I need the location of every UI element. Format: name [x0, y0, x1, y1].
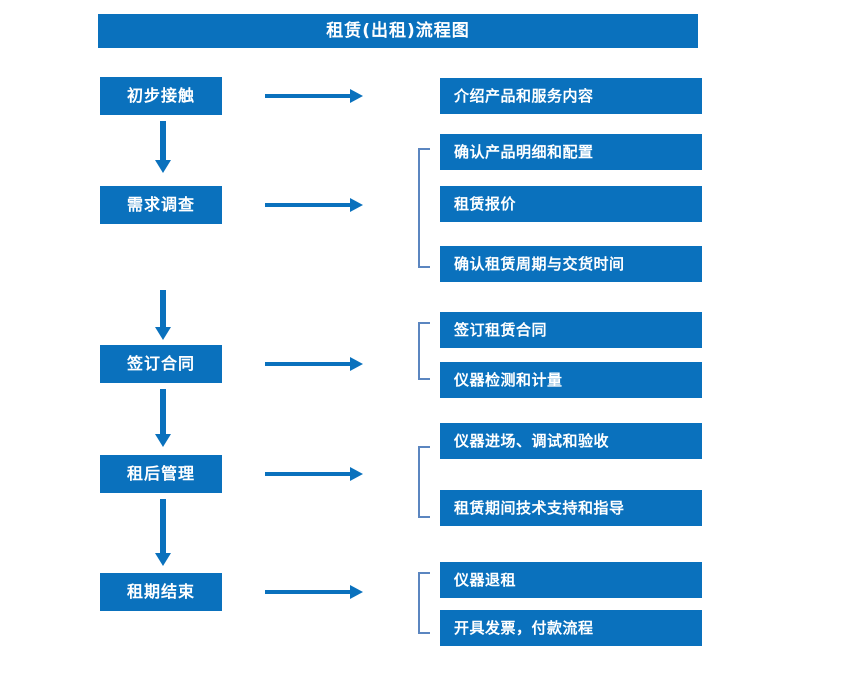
detail-label-7: 仪器进场、调试和验收 — [454, 431, 610, 450]
stage-label-5: 租期结束 — [126, 582, 195, 601]
group-bracket-stage2 — [418, 148, 430, 268]
arrow-shaft — [265, 590, 351, 594]
detail-box-10[interactable]: 开具发票，付款流程 — [440, 610, 702, 646]
horizontal-arrow-stage5 — [265, 585, 363, 599]
detail-label-9: 仪器退租 — [454, 570, 517, 589]
arrow-shaft — [160, 290, 166, 327]
horizontal-arrow-stage4 — [265, 467, 363, 481]
detail-label-2: 确认产品明细和配置 — [454, 142, 594, 161]
arrow-head-down-icon — [155, 160, 171, 173]
vertical-arrow-stage1-stage2 — [155, 121, 171, 173]
stage-label-2: 需求调查 — [126, 195, 195, 214]
detail-box-1[interactable]: 介绍产品和服务内容 — [440, 78, 702, 114]
arrow-shaft — [160, 499, 166, 553]
detail-label-8: 租赁期间技术支持和指导 — [454, 498, 625, 517]
detail-box-8[interactable]: 租赁期间技术支持和指导 — [440, 490, 702, 526]
detail-box-3[interactable]: 租赁报价 — [440, 186, 702, 222]
stage-label-3: 签订合同 — [126, 354, 195, 373]
chart-title-bar: 租赁(出租)流程图 — [98, 14, 698, 48]
group-bracket-stage4 — [418, 446, 430, 518]
detail-label-1: 介绍产品和服务内容 — [454, 86, 594, 105]
horizontal-arrow-stage3 — [265, 357, 363, 371]
stage-box-2[interactable]: 需求调查 — [100, 186, 222, 224]
arrow-shaft — [160, 389, 166, 434]
detail-label-3: 租赁报价 — [454, 194, 517, 213]
arrow-head-down-icon — [155, 553, 171, 566]
horizontal-arrow-stage1 — [265, 89, 363, 103]
detail-box-2[interactable]: 确认产品明细和配置 — [440, 134, 702, 170]
arrow-head-down-icon — [155, 434, 171, 447]
detail-label-6: 仪器检测和计量 — [454, 370, 563, 389]
stage-box-4[interactable]: 租后管理 — [100, 455, 222, 493]
detail-label-4: 确认租赁周期与交货时间 — [454, 254, 625, 273]
chart-title-text: 租赁(出租)流程图 — [326, 20, 470, 41]
arrow-head-right-icon — [350, 198, 363, 212]
horizontal-arrow-stage2 — [265, 198, 363, 212]
vertical-arrow-stage3-stage4 — [155, 389, 171, 447]
vertical-arrow-stage2-stage3 — [155, 290, 171, 340]
stage-label-4: 租后管理 — [126, 464, 195, 483]
group-bracket-stage3 — [418, 322, 430, 380]
detail-box-4[interactable]: 确认租赁周期与交货时间 — [440, 246, 702, 282]
detail-label-5: 签订租赁合同 — [454, 320, 548, 339]
stage-box-5[interactable]: 租期结束 — [100, 573, 222, 611]
arrow-shaft — [265, 94, 351, 98]
arrow-shaft — [265, 472, 351, 476]
arrow-head-right-icon — [350, 89, 363, 103]
detail-box-9[interactable]: 仪器退租 — [440, 562, 702, 598]
detail-label-10: 开具发票，付款流程 — [454, 618, 594, 637]
detail-box-5[interactable]: 签订租赁合同 — [440, 312, 702, 348]
stage-box-1[interactable]: 初步接触 — [100, 77, 222, 115]
detail-box-7[interactable]: 仪器进场、调试和验收 — [440, 423, 702, 459]
arrow-shaft — [265, 362, 351, 366]
arrow-head-down-icon — [155, 327, 171, 340]
arrow-shaft — [265, 203, 351, 207]
arrow-head-right-icon — [350, 585, 363, 599]
stage-box-3[interactable]: 签订合同 — [100, 345, 222, 383]
detail-box-6[interactable]: 仪器检测和计量 — [440, 362, 702, 398]
vertical-arrow-stage4-stage5 — [155, 499, 171, 566]
arrow-head-right-icon — [350, 357, 363, 371]
group-bracket-stage5 — [418, 572, 430, 634]
arrow-shaft — [160, 121, 166, 160]
stage-label-1: 初步接触 — [126, 86, 195, 105]
arrow-head-right-icon — [350, 467, 363, 481]
